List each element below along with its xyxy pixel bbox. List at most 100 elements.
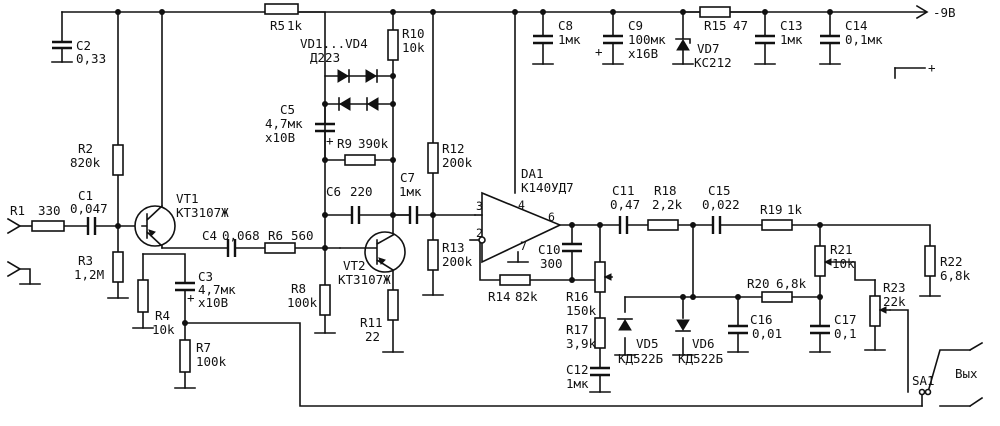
label-r13-value: 200k [442, 254, 473, 269]
label-r13-name: R13 [442, 240, 465, 255]
label-vd7-name: VD7 [697, 41, 720, 56]
diode-vd3-icon [339, 97, 351, 111]
transistors [134, 204, 406, 273]
resistor-r20 [761, 291, 793, 303]
r16-wiper-arrow-icon [603, 273, 612, 281]
capacitor-c12 [590, 366, 610, 377]
input-ground-wire [19, 268, 31, 285]
diode-vd6-icon [676, 319, 690, 331]
diode-vd5-icon [618, 319, 632, 331]
label-c9-extra: х16В [628, 46, 658, 61]
resistor-r16 [594, 261, 606, 293]
label-r7-name: R7 [196, 340, 211, 355]
capacitor-c11 [618, 216, 629, 234]
label-vt2-value: КТ3107Ж [338, 272, 391, 287]
capacitor-c15 [711, 216, 722, 234]
label-vt2-name: VT2 [343, 258, 366, 273]
label-r4-name: R4 [155, 308, 170, 323]
r23-wiper-arrow-icon [878, 306, 887, 314]
label-pin-2: 2 [476, 226, 483, 240]
resistor-r12 [427, 142, 439, 174]
label-r9-name: R9 [337, 136, 352, 151]
label-vt1-value: КТ3107Ж [176, 205, 229, 220]
label-vd6-name: VD6 [692, 336, 715, 351]
label-r5-name: R5 [270, 18, 285, 33]
capacitor-c6 [350, 206, 361, 224]
label-c5-value: 4,7мк [265, 116, 303, 131]
label-pin-6: 6 [548, 210, 555, 224]
terminals [6, 4, 984, 408]
label-r19-name: R19 [760, 202, 783, 217]
diode-vd1-icon [337, 69, 349, 83]
label-r15-value: 47 [733, 18, 748, 33]
label-r11-name: R11 [360, 315, 383, 330]
label-r21-value: 10k [832, 256, 855, 271]
resistor-r17 [594, 317, 606, 349]
label-r10-name: R10 [402, 26, 425, 41]
label-r20-name: R20 [747, 276, 770, 291]
wiring [19, 11, 971, 407]
labels: -9В Вых + R1 330 C1 0,047 C2 0,33 R2 820… [10, 5, 978, 391]
label-vt1-name: VT1 [176, 191, 199, 206]
label-r7-value: 100k [196, 354, 227, 369]
label-sa1-name: SA1 [912, 373, 935, 388]
label-c10-name: C10 [538, 242, 561, 257]
zener-vd7-bar [675, 38, 691, 44]
resistor-r15 [699, 6, 731, 18]
opamp-da1 [474, 191, 562, 264]
zener-vd7-icon [676, 39, 690, 51]
label-c15-name: C15 [708, 183, 731, 198]
label-c13-name: C13 [780, 18, 803, 33]
diodes [337, 38, 691, 332]
label-r4-value: 10k [152, 322, 175, 337]
label-c2-name: C2 [76, 38, 91, 53]
sa1-contact-2 [924, 388, 932, 396]
opamp-triangle [481, 191, 562, 264]
resistor-r21 [814, 245, 826, 277]
label-c10-value: 300 [540, 256, 563, 271]
opamp-inverting-bubble [478, 236, 486, 244]
label-r3-value: 1,2М [74, 267, 104, 282]
label-r16-name: R16 [566, 289, 589, 304]
resistor-r14 [499, 274, 531, 286]
label-r1-value: 330 [38, 203, 61, 218]
label-c7-name: C7 [400, 170, 415, 185]
label-c17-value: 0,1 [834, 326, 857, 341]
label-r14-value: 82k [515, 289, 538, 304]
label-da1-value: К140УД7 [521, 180, 574, 195]
label-r3-name: R3 [78, 253, 93, 268]
label-r15-name: R15 [704, 18, 727, 33]
c9-plus-mark: + [595, 44, 603, 59]
label-r2-value: 820k [70, 155, 101, 170]
vt2-leads [339, 233, 395, 272]
label-c1-value: 0,047 [70, 201, 108, 216]
capacitor-c5 [315, 122, 335, 133]
resistor-r23 [869, 295, 881, 327]
label-c4-name: C4 [202, 228, 217, 243]
label-vd1-4-name: VD1...VD4 [300, 36, 368, 51]
label-c12-name: C12 [566, 362, 589, 377]
label-r5-value: 1k [287, 18, 303, 33]
capacitor-c3 [175, 281, 195, 292]
label-pin-3: 3 [476, 199, 483, 213]
resistor-r8 [319, 284, 331, 316]
label-r12-name: R12 [442, 141, 465, 156]
battery-plus-label: + [928, 60, 936, 75]
diode-vd2-icon [365, 69, 377, 83]
r21-wiper-arrow-icon [823, 258, 832, 266]
label-c2-value: 0,33 [76, 51, 106, 66]
label-r23-name: R23 [883, 280, 906, 295]
resistor-r5 [264, 3, 299, 15]
label-c11-name: C11 [612, 183, 635, 198]
transistor-vt1 [134, 205, 176, 247]
resistor-r4 [137, 279, 149, 313]
label-r17-name: R17 [566, 322, 589, 337]
label-r1-name: R1 [10, 203, 25, 218]
label-r11-value: 22 [365, 329, 380, 344]
label-c13-value: 1мк [780, 32, 803, 47]
label-da1-name: DA1 [521, 166, 544, 181]
resistor-r9 [344, 154, 376, 166]
label-pin-7: 7 [520, 239, 527, 253]
output-label: Вых [955, 366, 978, 381]
